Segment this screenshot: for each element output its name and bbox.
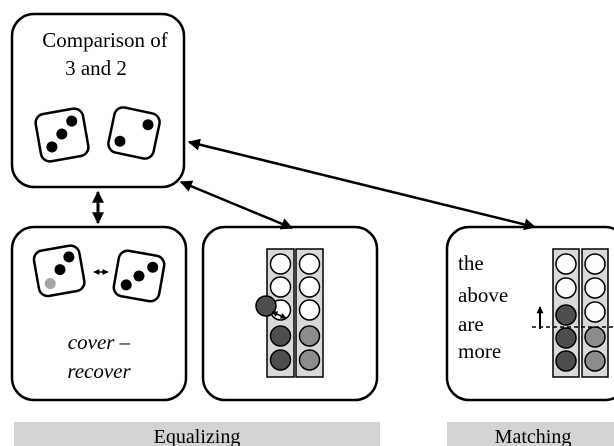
moving-bead [255,295,277,317]
matching-column-left [552,248,580,378]
matching-box: the above are more [445,225,614,402]
matching-column-right [581,248,609,378]
matching-label: Matching [495,426,572,446]
footer-equalizing: Equalizing [14,422,380,446]
equalizing-label: Equalizing [154,426,241,446]
matching-text-line2: above [458,283,508,307]
cover-label: cover – [68,330,131,354]
recover-label: recover [67,359,131,383]
matching-text-line4: more [458,339,501,363]
matching-text-line1: the [458,251,484,275]
cover-recover-box: cover – recover [10,225,188,402]
matching-text-line3: are [458,312,484,336]
arrow-comparison-to-beads [179,180,294,230]
bead-move-arrow [271,311,287,319]
die-two-icon [107,106,161,160]
comparison-title-line2: 3 and 2 [65,56,127,80]
comparison-title-line1: Comparison of [42,28,167,52]
arrow-comparison-to-matching [187,138,537,231]
bead-columns-box [201,225,379,402]
die-three-with-gray-dot-icon [32,244,86,298]
bead-column-right [295,248,324,378]
die-three-result-icon [112,249,166,303]
die-three-icon [34,107,90,163]
comparison-box: Comparison of 3 and 2 [10,12,186,189]
footer-matching: Matching [447,422,614,446]
